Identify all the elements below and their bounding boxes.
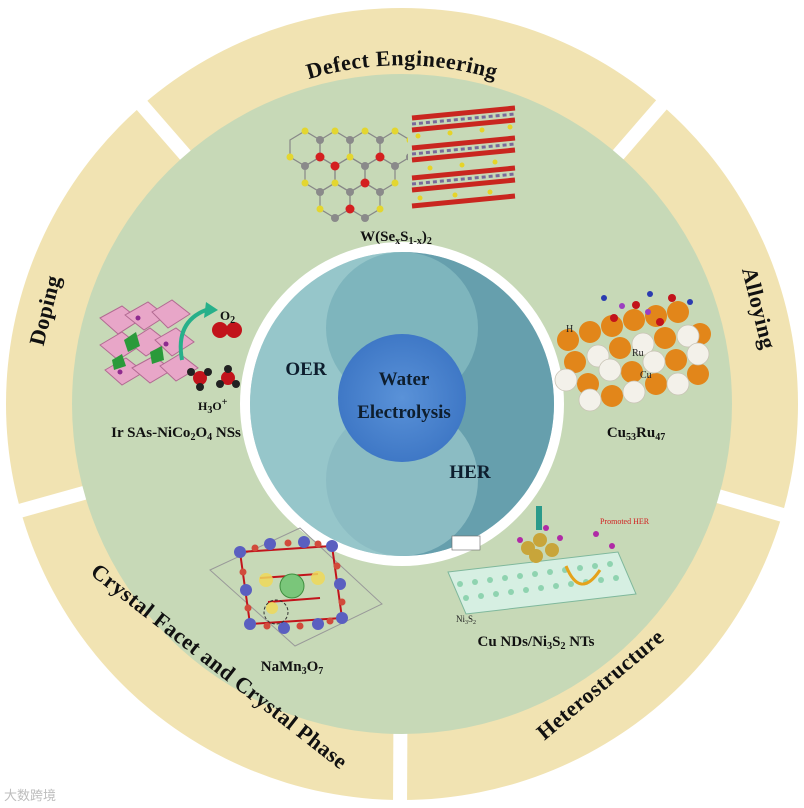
caption-namn3o7: NaMn3O7 [261, 659, 324, 677]
cu-label: Cu [640, 370, 652, 381]
cund-ni3s2-structure [447, 506, 637, 615]
caption-wsse: W(SexS1-x)2 [360, 229, 432, 247]
ir-nico2o4-structure [99, 299, 218, 386]
water-label: Water [379, 369, 430, 390]
cu53ru47-surface [554, 291, 711, 412]
h-label: H [566, 324, 573, 335]
namn3o7-structure [209, 527, 383, 647]
ru-label: Ru [632, 348, 644, 359]
o2-label: O2 [220, 308, 235, 326]
h2o-molecules [187, 365, 240, 391]
oer-label: OER [285, 359, 326, 380]
watermark: 大数跨境 [4, 789, 57, 804]
her-label: HER [449, 462, 490, 483]
h2o-label: H3O+ [198, 397, 228, 416]
o2-molecule [212, 322, 242, 338]
wsse-layers-right [408, 105, 520, 216]
electrolysis-label: Electrolysis [357, 402, 451, 423]
caption-cu53ru47: Cu53Ru47 [607, 425, 665, 443]
ni3s2-label: Ni3S2 [456, 614, 476, 626]
promoted-her-label: Promoted HER [600, 517, 650, 526]
core-center [338, 334, 466, 462]
caption-ir-sas: Ir SAs-NiCo2O4 NSs [111, 425, 241, 443]
caption-cu-nds: Cu NDs/Ni3S2 NTs [477, 634, 594, 652]
